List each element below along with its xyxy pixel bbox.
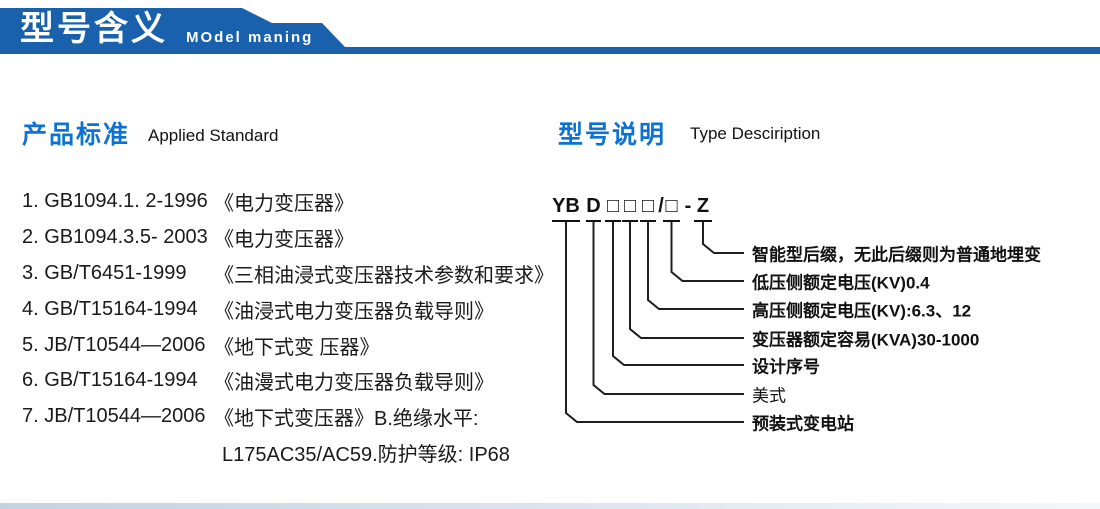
standard-item: 3. GB/T6451-1999 《三相油浸式变压器技术参数和要求》 [22, 256, 554, 292]
standard-item: 1. GB1094.1. 2-1996 《电力变压器》 [22, 184, 552, 220]
page-title: 型号含义 [20, 10, 168, 48]
left-section-heading: 产品标准 [22, 121, 131, 149]
bottom-accent-strip [0, 503, 1100, 509]
model-code-box-4: □ [663, 194, 680, 222]
connector-line-yb [565, 222, 744, 423]
diagram-label-hv-voltage: 高压侧额定电压(KV):6.3、12 [752, 301, 972, 321]
diagram-label-rated-capacity: 变压器额定容易(KVA)30-1000 [752, 330, 980, 350]
connector-line-z [702, 222, 744, 254]
left-section-heading-en: Applied Standard [148, 126, 279, 145]
standard-code: 4. GB/T15164-1994 [22, 297, 198, 320]
page-title-en: MOdel maning [186, 29, 314, 46]
standard-code: 1. GB1094.1. 2-1996 [22, 190, 208, 213]
header-banner-polygon [0, 8, 1100, 54]
standard-title: L175AC35/AC59.防护等级: IP68 [222, 443, 510, 466]
model-code-box-2: □ [622, 194, 638, 222]
standard-code: 6. GB/T15164-1994 [22, 369, 198, 392]
standard-code: 7. JB/T10544—2006 [22, 405, 206, 428]
diagram-label-lv-voltage: 低压侧额定电压(KV)0.4 [752, 273, 930, 293]
standard-item: 4. GB/T15164-1994 《油浸式电力变压器负载导则》 [22, 291, 552, 327]
connector-line-box2 [629, 222, 744, 339]
standard-item: 5. JB/T10544—2006 《地下式变 压器》 [22, 327, 552, 363]
model-code-slash: / [658, 195, 664, 217]
connector-line-box4 [670, 222, 744, 282]
standard-title: 《电力变压器》 [214, 229, 354, 252]
model-code-dash: - [684, 195, 692, 217]
standard-title: 《电力变压器》 [214, 193, 354, 216]
diagram-label-prefab-substation: 预装式变电站 [752, 414, 854, 434]
connector-line-box1 [612, 222, 744, 366]
standard-item: 6. GB/T15164-1994 《油漫式电力变压器负载导则》 [22, 363, 552, 399]
standard-item: 7. JB/T10544—2006 《地下式变压器》B.绝缘水平: [22, 399, 552, 435]
connector-line-box3 [647, 222, 744, 310]
model-code-segment-d: D [586, 194, 601, 222]
model-code-box-3: □ [640, 194, 656, 222]
standard-title: 《三相油浸式变压器技术参数和要求》 [214, 264, 554, 287]
right-section-heading: 型号说明 [558, 121, 667, 149]
standard-title: 《油漫式电力变压器负载导则》 [214, 372, 494, 395]
diagram-label-smart-suffix: 智能型后缀，无此后缀则为普通地埋变 [752, 245, 1041, 265]
standards-list: 1. GB1094.1. 2-1996 《电力变压器》 2. GB1094.3.… [22, 184, 554, 471]
header-banner-shape [0, 8, 1100, 54]
standard-code: 3. GB/T6451-1999 [22, 261, 187, 284]
standard-title: 《地下式变 压器》 [214, 336, 380, 359]
model-code-segment-yb: YB [552, 194, 580, 222]
connector-line-d [592, 222, 744, 395]
model-code-segment-z: Z [694, 194, 712, 222]
diagram-label-american-style: 美式 [752, 386, 786, 406]
standard-code: 5. JB/T10544—2006 [22, 333, 206, 356]
standard-title: 《油浸式电力变压器负载导则》 [214, 300, 494, 323]
standard-code: 2. GB1094.3.5- 2003 [22, 226, 208, 249]
standard-title: 《地下式变压器》B.绝缘水平: [214, 408, 479, 431]
standard-item: 2. GB1094.3.5- 2003 《电力变压器》 [22, 220, 552, 256]
diagram-label-design-serial: 设计序号 [752, 357, 820, 377]
right-section-heading-en: Type Desciription [690, 124, 821, 143]
standard-item-continuation: L175AC35/AC59.防护等级: IP68 [22, 435, 552, 471]
model-code-box-1: □ [605, 194, 621, 222]
